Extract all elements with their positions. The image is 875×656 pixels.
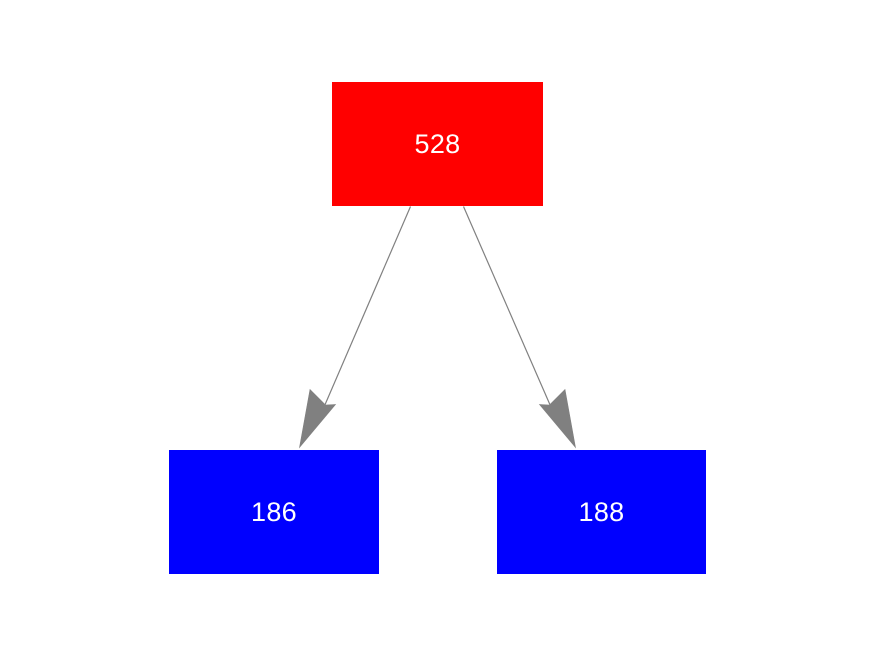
node-left-child[interactable]: 186: [169, 450, 379, 574]
edge-root-to-right: [462, 206, 576, 449]
arrowhead-right: [538, 388, 576, 449]
node-left-child-label: 186: [251, 496, 297, 527]
edge-line-root-left: [321, 206, 412, 411]
node-root-label: 528: [414, 128, 461, 159]
arrowhead-left: [299, 388, 337, 449]
node-right-child-label: 188: [578, 496, 625, 527]
node-root[interactable]: 528: [332, 82, 543, 206]
edge-root-to-left: [299, 206, 412, 449]
edge-line-root-right: [462, 206, 554, 411]
node-right-child[interactable]: 188: [497, 450, 706, 574]
